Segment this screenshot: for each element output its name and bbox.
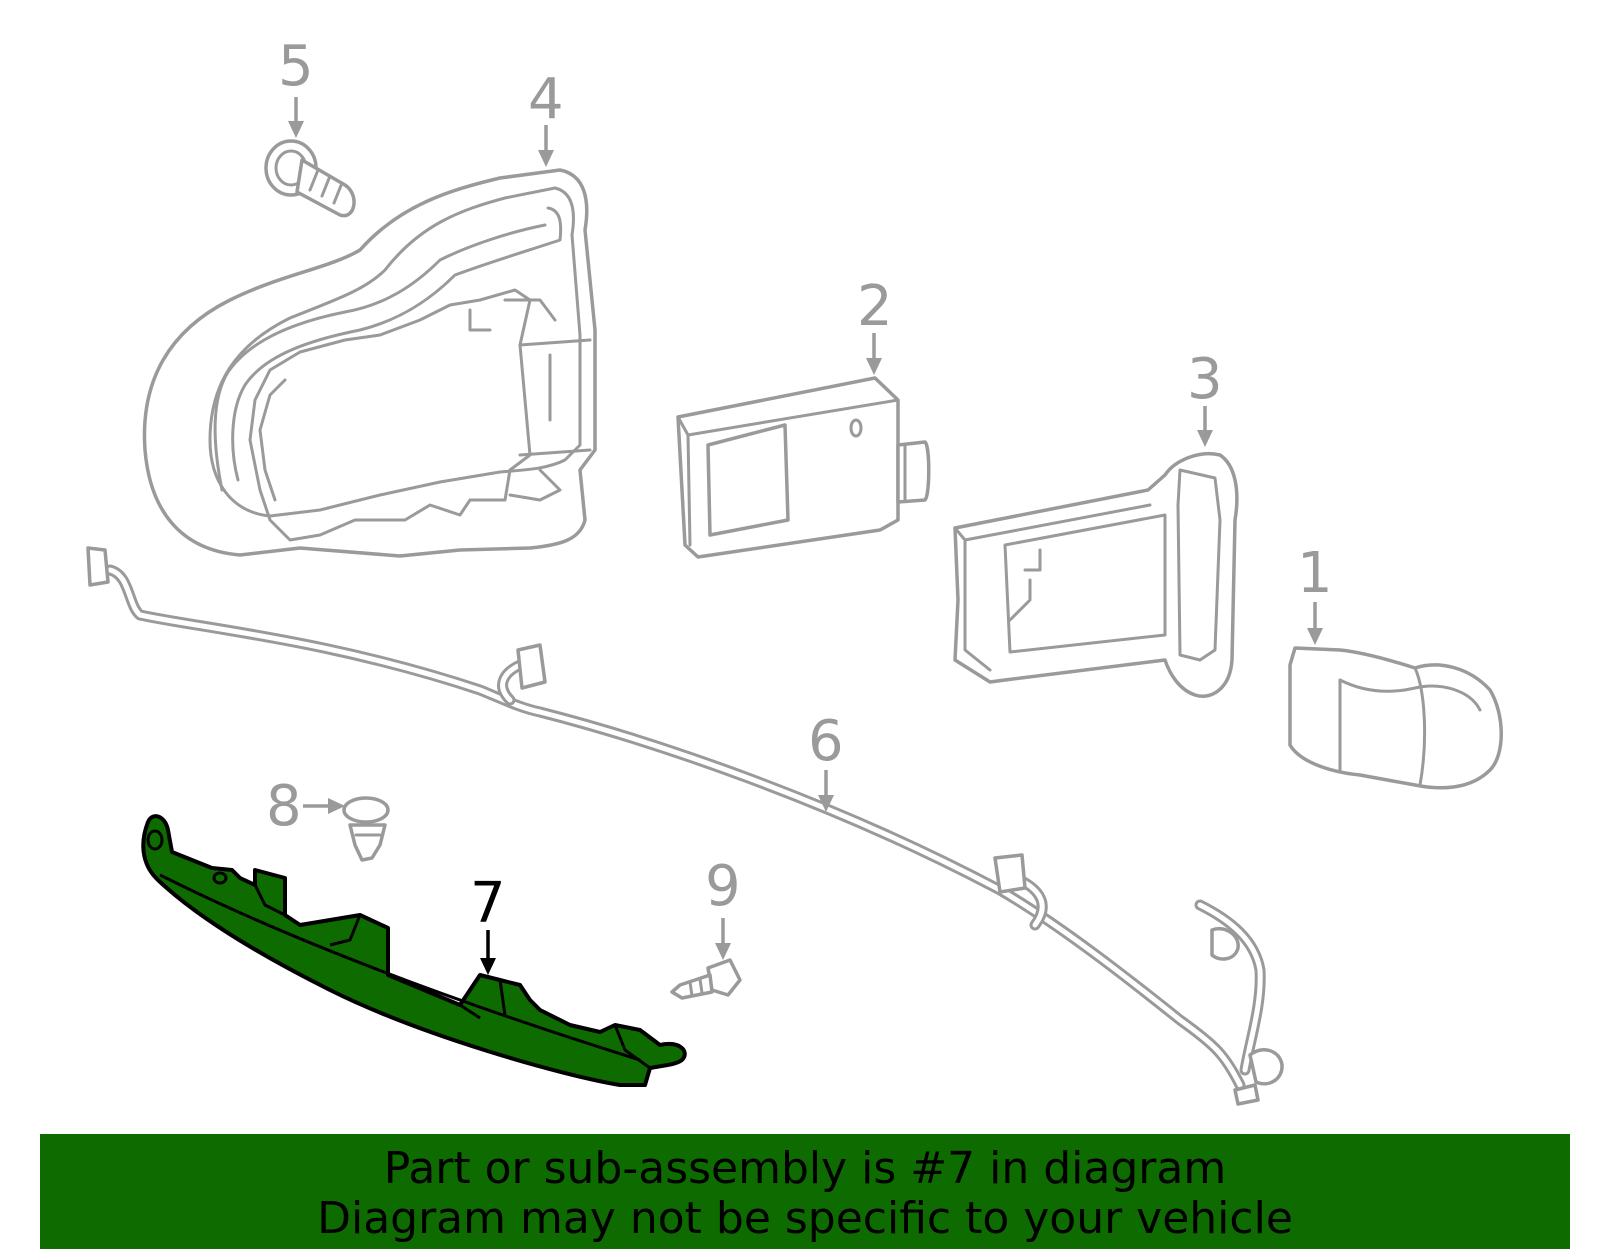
leader-4 (538, 125, 554, 167)
banner-line-1: Part or sub-assembly is #7 in diagram (383, 1143, 1227, 1194)
callout-2: 2 (857, 274, 893, 339)
part-1-sensor[interactable] (1288, 646, 1503, 790)
part-5-bolt[interactable] (264, 139, 356, 218)
part-7-bracket-highlighted[interactable] (141, 814, 687, 1087)
part-6-wire-harness[interactable] (86, 546, 1284, 1106)
leader-9 (715, 918, 731, 960)
part-2-module[interactable] (676, 376, 931, 559)
part-3-bracket[interactable] (953, 452, 1239, 698)
banner-line-2: Diagram may not be specific to your vehi… (317, 1193, 1293, 1244)
callout-7: 7 (470, 871, 506, 936)
callout-1: 1 (1297, 541, 1333, 606)
leader-1 (1307, 602, 1323, 645)
callout-8: 8 (266, 774, 302, 839)
leader-5 (288, 97, 304, 138)
info-banner: Part or sub-assembly is #7 in diagram Di… (40, 1134, 1570, 1249)
leader-7 (480, 930, 496, 975)
callout-3: 3 (1187, 347, 1223, 412)
callout-6: 6 (808, 709, 844, 774)
part-9-screw[interactable] (670, 958, 742, 1000)
callout-4: 4 (528, 67, 564, 132)
leader-6 (818, 770, 834, 812)
part-8-clip[interactable] (342, 796, 390, 862)
leader-3 (1197, 406, 1213, 447)
callout-9: 9 (705, 854, 741, 919)
leader-2 (866, 333, 882, 375)
part-4-housing[interactable] (142, 168, 597, 558)
callout-5: 5 (278, 34, 314, 99)
leader-8 (303, 798, 345, 814)
